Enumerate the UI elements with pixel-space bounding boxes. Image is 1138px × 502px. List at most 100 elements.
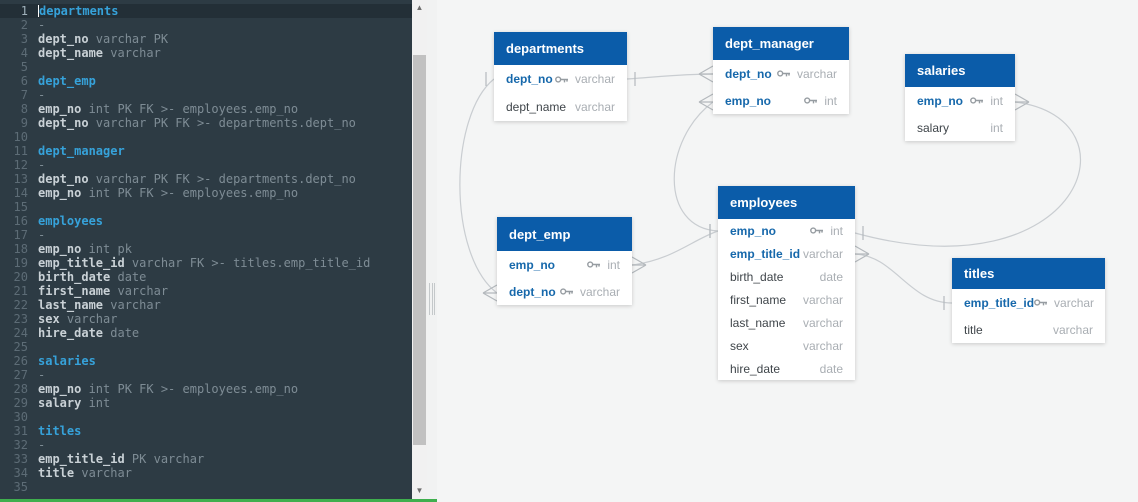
relationship-lines bbox=[459, 65, 1082, 310]
scroll-down-arrow-icon[interactable]: ▼ bbox=[415, 486, 424, 495]
column-name: birth_date bbox=[730, 269, 784, 284]
relation-line bbox=[459, 78, 498, 294]
editor-line[interactable]: 10 bbox=[0, 130, 412, 144]
line-number: 3 bbox=[20, 32, 28, 46]
column-name: emp_title_id bbox=[730, 246, 801, 261]
editor-line[interactable]: 17- bbox=[0, 228, 412, 242]
editor-line[interactable]: 32- bbox=[0, 438, 412, 452]
table-header[interactable]: titles bbox=[952, 258, 1105, 289]
relation-line bbox=[854, 253, 953, 304]
column-name: title bbox=[964, 322, 983, 337]
editor-scrollbar[interactable]: ▲ ▼ bbox=[412, 0, 427, 502]
scrollbar-thumb[interactable] bbox=[413, 55, 426, 445]
line-number: 27 bbox=[13, 368, 28, 382]
column-type: varchar bbox=[1052, 322, 1093, 337]
column-type: int bbox=[990, 120, 1003, 135]
crows-foot-many-icon bbox=[482, 284, 498, 302]
editor-line[interactable]: 31 titles bbox=[0, 424, 412, 438]
editor-line[interactable]: 2- bbox=[0, 18, 412, 32]
primary-key-icon bbox=[1034, 298, 1049, 307]
editor-line[interactable]: 12- bbox=[0, 158, 412, 172]
code-text: - bbox=[38, 368, 412, 382]
line-number: 31 bbox=[13, 424, 28, 438]
column-name-token: emp_title_id bbox=[38, 452, 125, 466]
editor-line[interactable]: 15 bbox=[0, 200, 412, 214]
code-text: titles bbox=[38, 424, 412, 438]
line-number: 10 bbox=[13, 130, 28, 144]
panel-resize-divider[interactable] bbox=[427, 0, 437, 502]
column-name: emp_title_id bbox=[964, 295, 1035, 310]
line-number: 24 bbox=[13, 326, 28, 340]
table-name-token: salaries bbox=[38, 354, 96, 368]
column-name-token: dept_no bbox=[38, 116, 89, 130]
table-header[interactable]: departments bbox=[494, 32, 627, 65]
plain-token: varchar bbox=[103, 46, 161, 60]
code-text: - bbox=[38, 158, 412, 172]
primary-key-icon bbox=[810, 226, 825, 235]
scroll-up-arrow-icon[interactable]: ▲ bbox=[415, 3, 424, 12]
table-header[interactable]: dept_manager bbox=[713, 27, 849, 60]
editor-line[interactable]: 30 bbox=[0, 410, 412, 424]
column-type: int bbox=[607, 257, 620, 272]
column-type: date bbox=[819, 269, 843, 284]
editor-line[interactable]: 25 bbox=[0, 340, 412, 354]
plain-token: varchar PK FK >- departments.dept_no bbox=[88, 116, 356, 130]
line-number: 5 bbox=[20, 60, 28, 74]
plain-token: - bbox=[38, 368, 46, 382]
column-type: varchar bbox=[802, 315, 843, 330]
code-text bbox=[38, 130, 412, 144]
line-number: 8 bbox=[20, 102, 28, 116]
table-header[interactable]: salaries bbox=[905, 54, 1015, 87]
code-text bbox=[38, 340, 412, 354]
divider-grip-icon[interactable] bbox=[429, 283, 435, 315]
editor-line[interactable]: 7- bbox=[0, 88, 412, 102]
column-name-token: dept_no bbox=[38, 172, 89, 186]
editor-line[interactable]: 35 bbox=[0, 480, 412, 494]
table-header[interactable]: employees bbox=[718, 186, 855, 219]
editor-line[interactable]: 27- bbox=[0, 368, 412, 382]
line-number: 33 bbox=[13, 452, 28, 466]
column-name: dept_no bbox=[509, 284, 556, 299]
table-header[interactable]: dept_emp bbox=[497, 217, 632, 251]
line-number: 25 bbox=[13, 340, 28, 354]
editor-line[interactable]: 5 bbox=[0, 60, 412, 74]
line-number: 35 bbox=[13, 480, 28, 494]
